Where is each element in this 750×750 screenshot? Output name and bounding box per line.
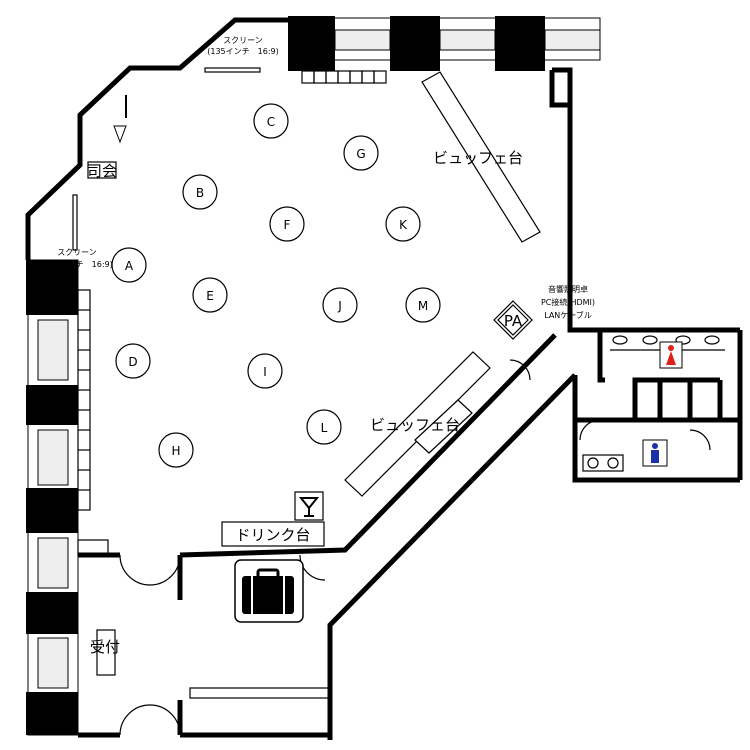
top-windows [288, 16, 601, 84]
drink-table: ドリンク台 [221, 491, 325, 547]
pa-desk: PA 音響照明卓 PC接続(HDMI) LANケーブル [493, 284, 595, 340]
table-l: L [306, 409, 342, 445]
screen-left: スクリーン (135インチ 16:9) [41, 194, 113, 269]
table-c: C [253, 103, 289, 139]
svg-text:I: I [263, 365, 267, 379]
round-tables: A B C D E F G H I J K L M [111, 103, 441, 468]
table-a: A [111, 247, 147, 283]
female-restroom-icon [659, 341, 683, 369]
screen-left-size: (135インチ 16:9) [41, 260, 112, 269]
table-g: G [343, 135, 379, 171]
screen-top: スクリーン (135インチ 16:9) [204, 36, 279, 73]
screen-left-label: スクリーン [57, 248, 97, 257]
svg-text:M: M [418, 299, 428, 313]
drink-label: ドリンク台 [235, 526, 310, 544]
buffet-bottom-label: ビュッフェ台 [370, 416, 460, 434]
pa-label: PA [504, 312, 523, 330]
table-e: E [192, 277, 228, 313]
luggage-storage [234, 559, 304, 623]
mc-podium: 司会 [87, 95, 127, 180]
mc-label: 司会 [87, 162, 117, 180]
reception-label: 受付 [90, 638, 120, 656]
table-h: H [158, 432, 194, 468]
svg-text:B: B [196, 186, 204, 200]
left-windows [26, 259, 91, 736]
table-i: I [247, 353, 283, 389]
lan-cable-label: LANケーブル [544, 310, 592, 320]
svg-text:L: L [321, 421, 328, 435]
reception: 受付 [90, 629, 120, 676]
svg-text:F: F [284, 218, 291, 232]
pc-hdmi-label: PC接続(HDMI) [541, 297, 595, 307]
buffet-top: ビュッフェ台 [421, 71, 541, 243]
screen-top-label: スクリーン [223, 36, 263, 45]
cocktail-glass-icon [298, 497, 320, 517]
table-m: M [405, 287, 441, 323]
buffet-bottom: ビュッフェ台 [344, 351, 491, 497]
table-f: F [269, 206, 305, 242]
av-desk-label: 音響照明卓 [548, 284, 588, 294]
svg-text:A: A [125, 259, 134, 273]
screen-top-size: (135インチ 16:9) [207, 47, 278, 56]
luggage-icon [242, 568, 294, 614]
svg-text:D: D [128, 355, 137, 369]
table-k: K [385, 206, 421, 242]
table-d: D [115, 343, 151, 379]
table-j: J [322, 287, 358, 323]
microphone-icon [113, 125, 127, 144]
buffet-top-label: ビュッフェ台 [433, 149, 523, 167]
table-b: B [182, 174, 218, 210]
svg-text:G: G [356, 147, 365, 161]
svg-text:K: K [399, 218, 408, 232]
walls [25, 17, 743, 740]
male-restroom-icon [642, 439, 668, 467]
svg-text:J: J [337, 299, 342, 313]
svg-text:E: E [206, 289, 214, 303]
svg-text:C: C [267, 115, 275, 129]
svg-text:H: H [171, 444, 180, 458]
